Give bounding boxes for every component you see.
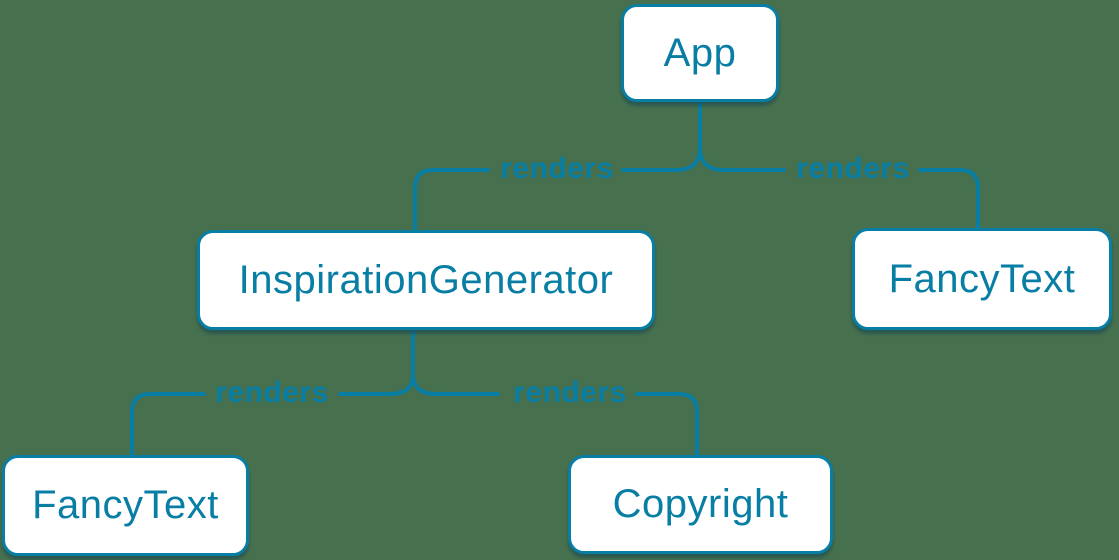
edge-app-inspirationgenerator-b [413,168,490,231]
edge-label-inspgen-copyright: renders [513,376,627,409]
edge-label-inspgen-fancytext: renders [215,376,329,409]
edge-label-app-inspirationgenerator: renders [500,152,614,185]
node-app-label: App [663,30,737,75]
node-copyright-label: Copyright [612,482,789,526]
node-fancy-text-top-label: FancyText [888,256,1076,301]
edge-inspgen-fancytext-a [338,372,415,396]
edge-inspgen-copyright-b [635,392,699,456]
node-fancy-text-bottom-label: FancyText [32,483,219,527]
edge-app-fancytext-a [698,145,786,172]
node-app: App [621,4,779,102]
edge-app-fancytext-b [918,168,980,229]
node-copyright: Copyright [568,455,833,554]
node-fancy-text-top: FancyText [852,228,1112,330]
node-inspiration-generator-label: InspirationGenerator [238,257,614,302]
node-fancy-text-bottom: FancyText [2,455,249,556]
edge-inspgen-copyright-a [411,372,500,396]
edge-app-inspirationgenerator-a [621,145,702,172]
edge-inspgen-fancytext-b [130,392,206,456]
node-inspiration-generator: InspirationGenerator [197,230,655,330]
edge-label-app-fancytext: renders [796,152,910,185]
